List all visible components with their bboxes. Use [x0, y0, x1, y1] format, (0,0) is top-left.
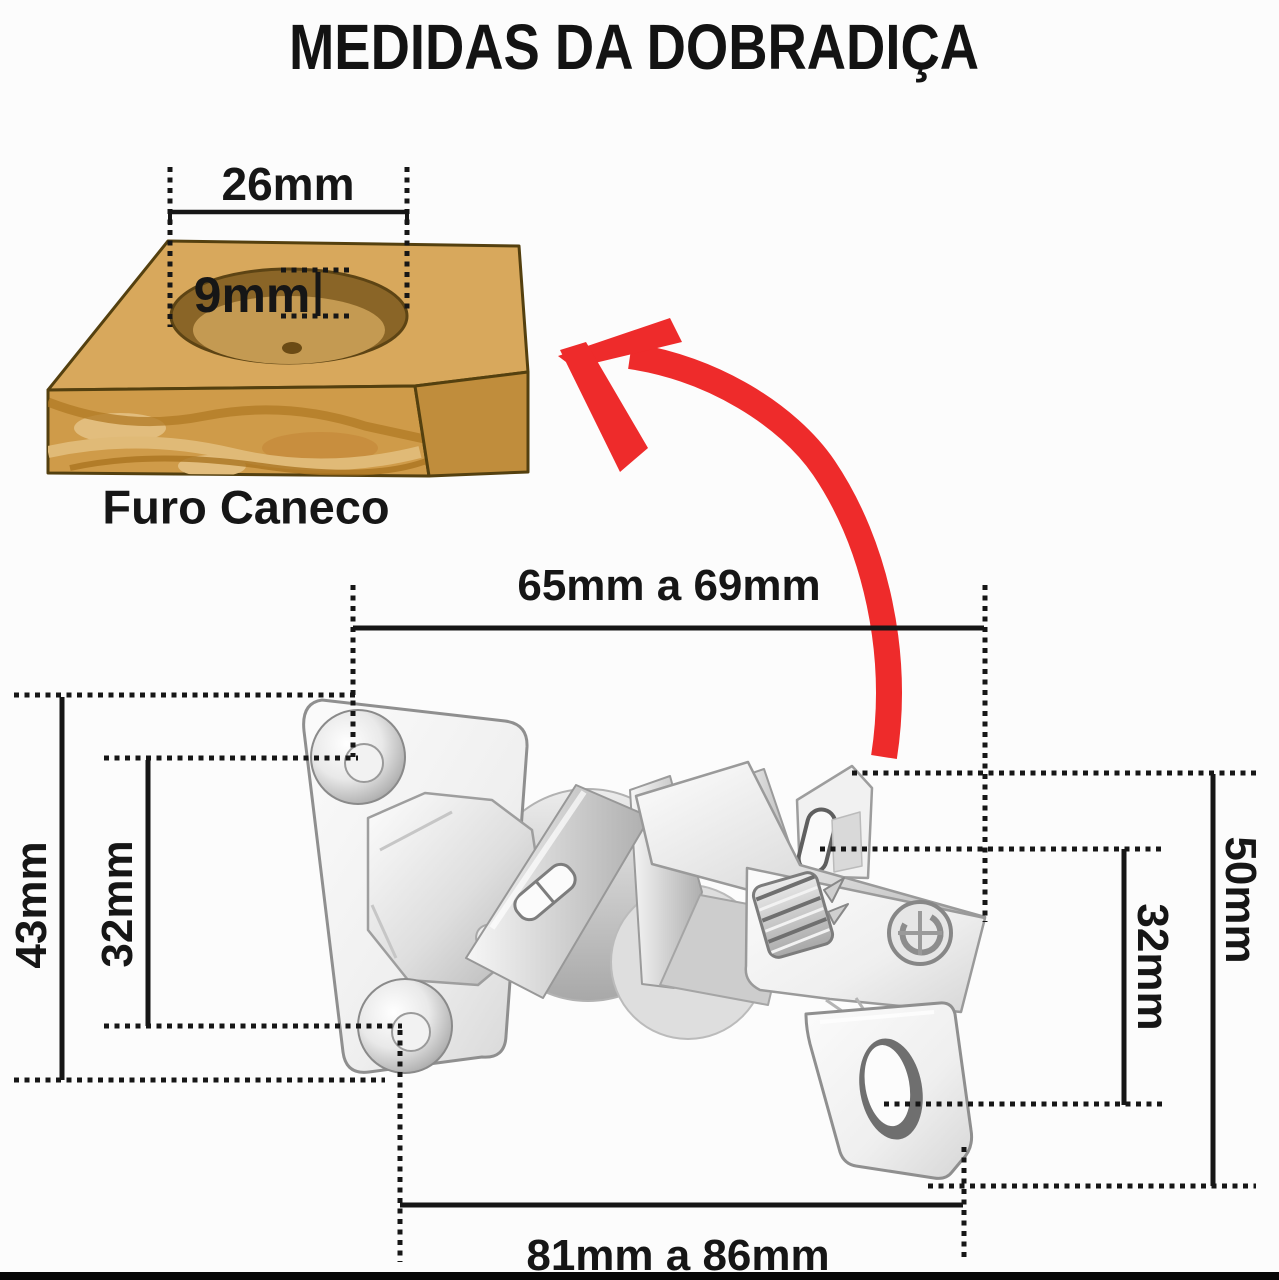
screw-hole-bottom [357, 978, 453, 1074]
wood-grain [48, 397, 429, 476]
screw-lock-tab2 [827, 903, 849, 925]
hinge-illustration [302, 698, 987, 1180]
dimension-lines [14, 167, 1256, 1262]
band-highlight [489, 790, 587, 930]
red-arrow-head-barb-bottom [560, 342, 648, 472]
dim-right-height-label: 50mm [1216, 836, 1265, 964]
cam-screw [887, 900, 953, 966]
red-arrow [558, 318, 902, 760]
dim-right-spacing-label: 32mm [1128, 903, 1177, 1031]
band-window [513, 862, 577, 922]
bottom-bar [0, 1272, 1279, 1280]
cup-hole-floor [193, 296, 385, 364]
cup-hole-diameter-label: 26mm [221, 158, 355, 210]
wood-right-face [413, 370, 530, 478]
dim-left-height-label: 43mm [7, 841, 56, 969]
threaded-screw [751, 871, 835, 959]
dim-top-length-label: 65mm a 69mm [517, 561, 821, 610]
boss-facet-lines [370, 810, 453, 959]
cup-hole-caption: Furo Caneco [102, 480, 390, 534]
wing-facet [831, 811, 863, 873]
dim-left-spacing-label: 32mm [93, 840, 142, 968]
red-arrow-shaft [628, 343, 902, 760]
wood-block-illustration [46, 239, 530, 478]
page-title: MEDIDAS DA DOBRADIÇA [288, 11, 980, 83]
cup-hole-center-dot [282, 342, 302, 354]
cup-hole-depth-label: 9mm [193, 267, 311, 323]
dim-bottom-length-label: 81mm a 86mm [526, 1231, 830, 1280]
screw-lock-tab [823, 877, 845, 903]
